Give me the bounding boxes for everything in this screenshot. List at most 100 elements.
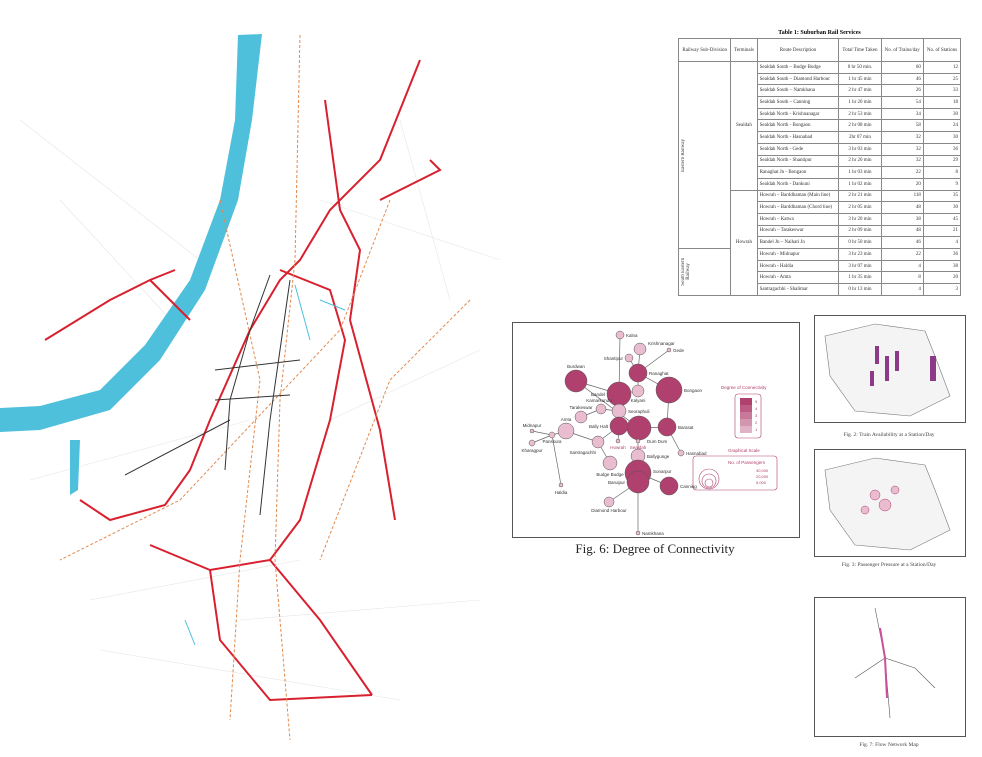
time-cell: 2 hr 20 min	[838, 154, 882, 168]
metro-lines	[124, 274, 301, 516]
station-label: Krishnanagar	[648, 341, 675, 346]
connectivity-swatch	[740, 426, 752, 433]
trains-cell: 34	[880, 107, 924, 121]
scale-subtitle: No. of Passengers	[728, 460, 766, 465]
stations-cell: 18	[922, 96, 962, 109]
station-node	[659, 476, 679, 496]
route-cell: Sealdah South – Canning	[756, 96, 840, 109]
route-cell: Sealdah South – Diamond Harbour	[756, 72, 840, 86]
station-node	[655, 376, 683, 404]
scale-title: Graphical Scale	[728, 448, 760, 453]
stations-cell: 8	[922, 166, 962, 179]
station-node	[626, 415, 652, 441]
station-label: Burdwan	[567, 364, 585, 369]
time-cell: 0 hr 50 min.	[838, 61, 882, 74]
station-label: Seoraphuli	[628, 409, 650, 414]
time-cell: 3 hr 07 min	[838, 259, 882, 273]
route-cell: Sealdah South – Namkhana	[756, 84, 840, 98]
trains-cell: 8	[880, 271, 924, 285]
route-cell: Howrah – Barddhaman (Chord line)	[756, 201, 840, 214]
route-cell: Sealdah North - Shantipur	[756, 154, 840, 168]
stations-cell: 38	[922, 259, 962, 273]
hooghly-river	[0, 34, 262, 432]
station-node	[609, 416, 629, 436]
stations-cell: 3	[922, 283, 962, 296]
station-label: Bally Halt	[589, 424, 609, 429]
station-node	[529, 428, 535, 434]
scale-value: 20,000	[756, 474, 769, 479]
trains-cell: 4	[880, 283, 924, 296]
trains-cell: 20	[880, 177, 924, 191]
station-label: Dum Dum	[647, 439, 668, 444]
station-node	[558, 482, 564, 488]
trains-cell: 118	[880, 189, 924, 203]
subdivision-cell: South Eastern Railway	[677, 248, 732, 296]
time-cell: 1 hr 02 min	[838, 177, 882, 191]
scale-value: 5,000	[756, 480, 767, 485]
station-label: Namkhana	[642, 531, 664, 536]
station-label: Ranaghat	[649, 371, 669, 376]
station-node	[564, 369, 588, 393]
station-label: Diamond Harbour	[591, 508, 627, 513]
route-cell: Howrah – Tarakeswar	[756, 224, 840, 238]
trains-cell: 60	[880, 61, 924, 74]
trains-cell: 22	[880, 166, 924, 179]
route-cell: Howrah - Amta	[756, 271, 840, 285]
stations-cell: 4	[922, 236, 962, 249]
route-cell: Bandel Jn – Naihati Jn	[756, 236, 840, 249]
station-label: Santragachhi	[569, 450, 596, 455]
station-label: Amta	[561, 417, 572, 422]
stations-cell: 29	[922, 154, 962, 168]
passenger-pressure-map	[814, 449, 966, 557]
station-label: Kalna	[626, 333, 638, 338]
column-header: Railway Sub-Division	[677, 38, 732, 62]
route-cell: Sealdah North - Dankuni	[756, 177, 840, 191]
stations-cell: 36	[922, 142, 962, 156]
stations-cell: 35	[922, 189, 962, 203]
connectivity-swatch	[740, 419, 752, 426]
subdivision-cell: Eastern Railway	[677, 61, 732, 249]
terminal-cell: Sealdah	[730, 61, 758, 191]
trains-cell: 32	[880, 154, 924, 168]
rail-network-map	[0, 34, 501, 741]
station-label: Shantipur	[604, 356, 624, 361]
time-cell: 1 hr 35 min	[838, 271, 882, 285]
trains-cell: 4	[880, 259, 924, 273]
station-label: Bandel	[591, 392, 605, 397]
route-cell: Sealdah North - Krishnanagar	[756, 107, 840, 121]
station-label: Ballygunge	[647, 454, 670, 459]
connectivity-legend-title: Degree of Connectivity	[721, 385, 767, 390]
time-cell: 2 hr 05 min	[838, 201, 882, 214]
route-cell: Ranaghat Jn - Bongaon	[756, 166, 840, 179]
subdivision-label: Eastern Railway	[681, 138, 686, 172]
route-cell: Sealdah North - Gede	[756, 142, 840, 156]
route-cell: Howrah - Midnapur	[756, 248, 840, 261]
station-node	[595, 403, 607, 415]
stations-cell: 21	[922, 224, 962, 238]
trains-cell: 58	[880, 119, 924, 133]
fig7-caption: Fig. 7: Flow Network Map	[859, 742, 919, 748]
station-node	[631, 384, 645, 398]
station-node	[624, 353, 634, 363]
trains-cell: 48	[880, 201, 924, 214]
station-node	[557, 422, 575, 440]
route-cell: Howrah - Haldia	[756, 259, 840, 273]
station-node	[635, 530, 641, 536]
connectivity-swatch	[740, 398, 752, 405]
station-node	[657, 417, 677, 437]
station-node	[574, 410, 588, 424]
station-label: Kharagpur	[521, 448, 543, 453]
station-label: Gede	[673, 348, 685, 353]
time-cell: 2hr 07 min	[838, 131, 882, 144]
station-node	[635, 438, 641, 444]
stations-cell: 30	[922, 107, 962, 121]
trains-cell: 32	[880, 142, 924, 156]
legend-box	[734, 393, 762, 439]
